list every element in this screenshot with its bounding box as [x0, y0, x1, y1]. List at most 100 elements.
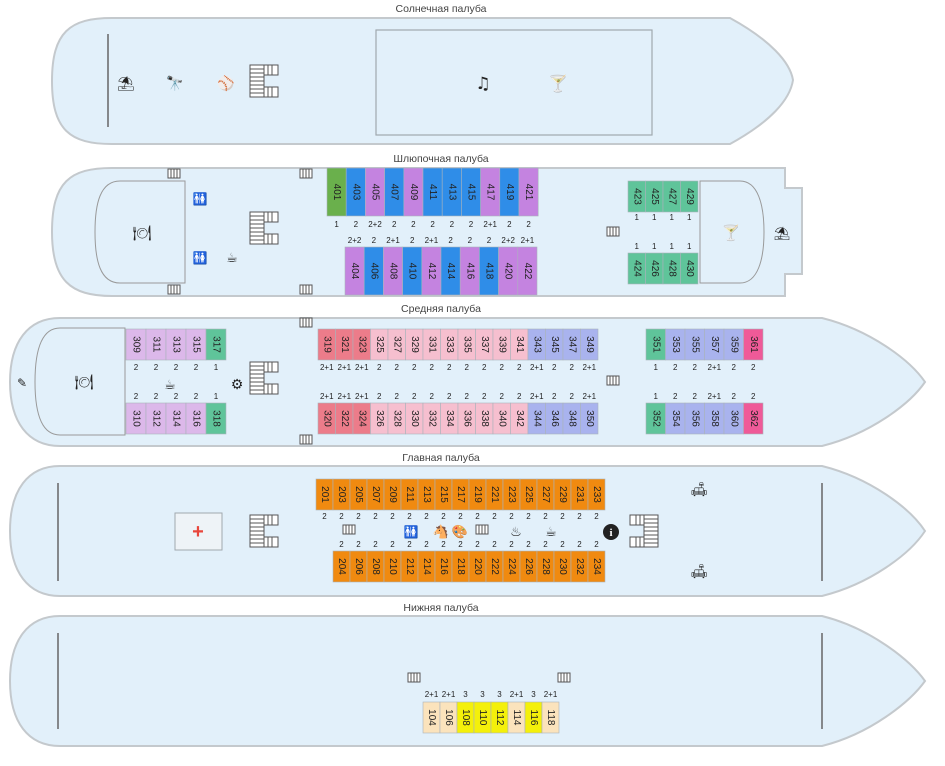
cabin-number: 312	[151, 410, 162, 427]
cabin-number: 207	[370, 486, 381, 503]
cabin-349[interactable]	[580, 328, 599, 361]
berth-count: 2	[509, 512, 514, 521]
cabin-number: 349	[584, 336, 595, 353]
cabin-number: 341	[514, 336, 525, 353]
berth-count: 2	[354, 220, 359, 229]
wc-icon: 🚻	[404, 525, 419, 539]
terrace-icon: ⛱	[774, 226, 791, 242]
berth-count: 2	[560, 540, 565, 549]
cabin-number: 320	[321, 410, 332, 427]
cabin-number: 211	[404, 487, 415, 503]
cabin-number: 404	[349, 263, 360, 280]
ironing-icon: ♨	[510, 525, 522, 540]
cabin-number: 231	[574, 486, 585, 503]
main-deck: 2012203220522072209221122132215221722192…	[8, 465, 927, 597]
berth-count: 2+1	[320, 392, 334, 401]
cabin-number: 233	[591, 486, 602, 503]
berth-count: 2	[475, 512, 480, 521]
berth-count: 2	[465, 392, 470, 401]
berth-count: 1	[214, 392, 219, 401]
berth-count: 2	[407, 512, 412, 521]
cabin-number: 359	[728, 336, 739, 353]
berth-count: 2	[465, 363, 470, 372]
grate	[342, 524, 356, 535]
cabin-318[interactable]	[205, 402, 227, 435]
berth-count: 2+1	[320, 363, 334, 372]
wc-icon: 🚻	[193, 192, 208, 206]
cabin-number: 226	[523, 558, 534, 575]
berth-count: 2	[373, 540, 378, 549]
berth-count: 2	[447, 363, 452, 372]
cabin-number: 217	[455, 486, 466, 503]
cabin-422[interactable]	[517, 246, 538, 296]
berth-count: 2	[500, 363, 505, 372]
cabin-number: 316	[191, 410, 202, 427]
berth-count: 1	[670, 213, 675, 222]
cabin-number: 328	[391, 410, 402, 427]
cabin-number: 104	[426, 709, 437, 726]
cabin-number: 318	[211, 410, 222, 427]
cocktail-icon: 🍸	[548, 74, 568, 93]
berth-count: 2	[543, 512, 548, 521]
cabin-317[interactable]	[205, 328, 227, 361]
cabin-number: 411	[427, 184, 438, 200]
cabin-number: 337	[479, 336, 490, 353]
cabin-number: 313	[171, 336, 182, 353]
cabin-number: 424	[631, 260, 642, 277]
cabin-number: 362	[748, 410, 759, 427]
cabin-118[interactable]	[541, 701, 560, 734]
berth-count: 1	[652, 242, 657, 251]
cabin-number: 204	[336, 558, 347, 575]
cabin-number: 326	[374, 410, 385, 427]
cabin-number: 214	[421, 558, 432, 575]
cabin-number: 405	[370, 184, 381, 201]
berth-count: 2+1	[425, 236, 439, 245]
cabin-number: 222	[489, 558, 500, 575]
berth-count: 2	[594, 512, 599, 521]
berth-count: 1	[687, 213, 692, 222]
berth-count: 2	[482, 363, 487, 372]
cabin-number: 353	[670, 336, 681, 353]
cabin-234[interactable]	[587, 550, 606, 583]
berth-count: 2+1	[483, 220, 497, 229]
cabin-number: 340	[496, 410, 507, 427]
cabin-number: 219	[472, 486, 483, 503]
cabin-233[interactable]	[587, 478, 606, 511]
medical-icon: +	[192, 521, 204, 543]
cabin-number: 410	[407, 263, 418, 280]
berth-count: 2+2	[368, 220, 382, 229]
restaurant-icon: 🍽	[74, 373, 93, 391]
cabin-number: 339	[496, 336, 507, 353]
berth-count: 2	[395, 392, 400, 401]
boat-cabins: 401140324052+2407240924112413241524172+1…	[326, 167, 699, 296]
berth-count: 1	[654, 363, 659, 372]
berth-count: 2	[441, 540, 446, 549]
cabin-430[interactable]	[680, 252, 699, 285]
cabin-number: 315	[191, 336, 202, 353]
berth-count: 2	[134, 392, 139, 401]
cabin-number: 317	[211, 336, 222, 353]
berth-count: 1	[214, 363, 219, 372]
cabin-362[interactable]	[743, 402, 764, 435]
cabin-421[interactable]	[518, 167, 539, 217]
cabin-350[interactable]	[580, 402, 599, 435]
sun-deck-dance-area	[375, 29, 653, 136]
cabin-number: 201	[319, 486, 330, 503]
cabin-number: 413	[446, 184, 457, 201]
berth-count: 2+1	[530, 392, 544, 401]
cabin-361[interactable]	[743, 328, 764, 361]
cabin-429[interactable]	[680, 180, 699, 213]
wc-icon-2: 🚻	[193, 251, 208, 265]
berth-count: 2	[154, 363, 159, 372]
berth-count: 2	[577, 512, 582, 521]
info-icon: i	[609, 527, 612, 539]
berth-count: 2	[322, 512, 327, 521]
cabin-number: 220	[472, 558, 483, 575]
berth-count: 3	[531, 690, 536, 699]
berth-count: 2	[509, 540, 514, 549]
cabin-number: 401	[331, 184, 342, 201]
cabin-number: 406	[368, 263, 379, 280]
berth-count: 2	[458, 512, 463, 521]
